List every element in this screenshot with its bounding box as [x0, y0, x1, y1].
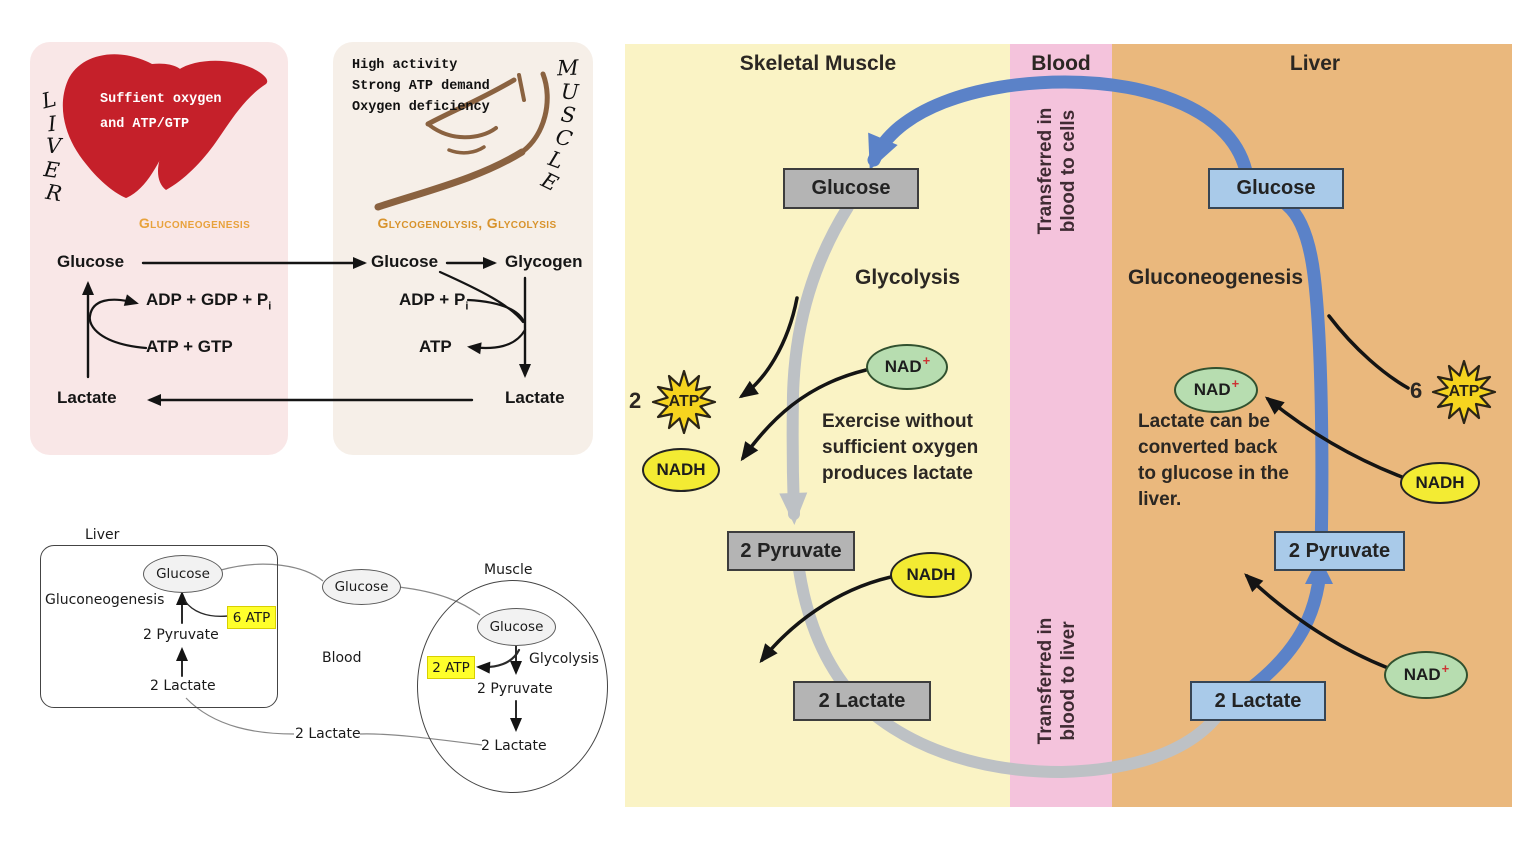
glycogenolysis-label: Glycogenolysis, Glycolysis [377, 215, 557, 231]
simple-muscle-compartment [417, 580, 608, 793]
muscle-nadh2-ellipse: NADH [890, 552, 972, 598]
simple-liver-pyruvate-label: 2 Pyruvate [143, 627, 219, 643]
simple-muscle-label: Muscle [484, 562, 533, 578]
liver-adp-gdp-label: ADP + GDP + Pi [146, 290, 272, 313]
six-atp-chip: 6 ATP [227, 606, 276, 629]
muscle-nad-ellipse: NAD+ [866, 344, 948, 390]
liver-pyruvate-box: 2 Pyruvate [1274, 531, 1405, 571]
simple-blood-lactate-label: 2 Lactate [295, 726, 361, 742]
blood-transfer-to-cells-label: Transferred in blood to cells [1035, 107, 1079, 235]
liver-atp-starburst-label: ATP [1448, 383, 1480, 400]
simple-liver-label: Liver [85, 527, 120, 543]
liver-nad2-ellipse: NAD+ [1384, 651, 1468, 699]
muscle-lactate-box: 2 Lactate [793, 681, 931, 721]
lactate-note: Lactate can be converted back to glucose… [1138, 411, 1289, 510]
muscle-lactate-label: Lactate [505, 388, 565, 407]
muscle-glucose-box: Glucose [783, 168, 919, 209]
liver-nadh-ellipse: NADH [1400, 462, 1480, 504]
muscle-vertical-letter: U [560, 79, 580, 105]
liver-vertical-letter: V [45, 133, 62, 159]
liver-glucose-box: Glucose [1208, 168, 1344, 209]
header-skeletal-muscle: Skeletal Muscle [739, 52, 897, 75]
simple-liver-lactate-label: 2 Lactate [150, 678, 216, 694]
simple-liver-glucose-ellipse: Glucose [143, 555, 223, 593]
two-atp-chip: 2 ATP [427, 656, 475, 679]
gluconeogenesis-title: Gluconeogenesis [1128, 266, 1304, 289]
header-blood: Blood [1031, 52, 1091, 75]
liver-atp-multiplier: 6 [1410, 378, 1423, 403]
header-liver: Liver [1289, 52, 1341, 75]
simple-blood-glucose-ellipse: Glucose [322, 569, 401, 605]
liver-organ-caption-line2: and ATP/GTP [100, 117, 190, 132]
exercise-note: Exercise without sufficient oxygen produ… [822, 411, 979, 484]
muscle-condition-line1: High activity [352, 58, 458, 73]
muscle-glycogen-label: Glycogen [505, 252, 583, 271]
liver-lactate-label: Lactate [57, 388, 117, 407]
muscle-atp-label: ATP [419, 337, 452, 356]
simple-glycolysis-label: Glycolysis [529, 651, 599, 667]
muscle-adp-label: ADP + Pi [399, 290, 469, 313]
liver-glucose-label: Glucose [57, 252, 125, 271]
muscle-glucose-label: Glucose [371, 252, 439, 271]
simple-liver-compartment [40, 545, 278, 708]
gluconeogenesis-label: Gluconeogenesis [138, 215, 251, 231]
simple-muscle-lactate-label: 2 Lactate [481, 738, 547, 754]
muscle-nadh-ellipse: NADH [642, 448, 720, 492]
muscle-vertical-letter: M [556, 55, 579, 81]
simple-gluconeogenesis-label: Gluconeogenesis [45, 592, 165, 608]
muscle-atp-starburst-label: ATP [668, 393, 700, 410]
muscle-condition-line2: Strong ATP demand [352, 79, 490, 94]
simple-blood-label: Blood [322, 650, 362, 666]
simple-muscle-glucose-ellipse: Glucose [477, 608, 556, 646]
liver-organ-caption-line1: Suffient oxygen [100, 92, 222, 107]
glycolysis-title: Glycolysis [855, 266, 961, 289]
muscle-condition-line3: Oxygen deficiency [352, 100, 490, 115]
liver-lactate-box: 2 Lactate [1190, 681, 1326, 721]
simple-muscle-pyruvate-label: 2 Pyruvate [477, 681, 553, 697]
liver-nad-ellipse: NAD+ [1174, 367, 1258, 413]
liver-atp-gtp-label: ATP + GTP [146, 337, 233, 356]
muscle-atp-multiplier: 2 [629, 388, 642, 413]
blood-transfer-to-liver-label: Transferred in blood to liver [1035, 617, 1079, 745]
muscle-pyruvate-box: 2 Pyruvate [727, 531, 855, 571]
